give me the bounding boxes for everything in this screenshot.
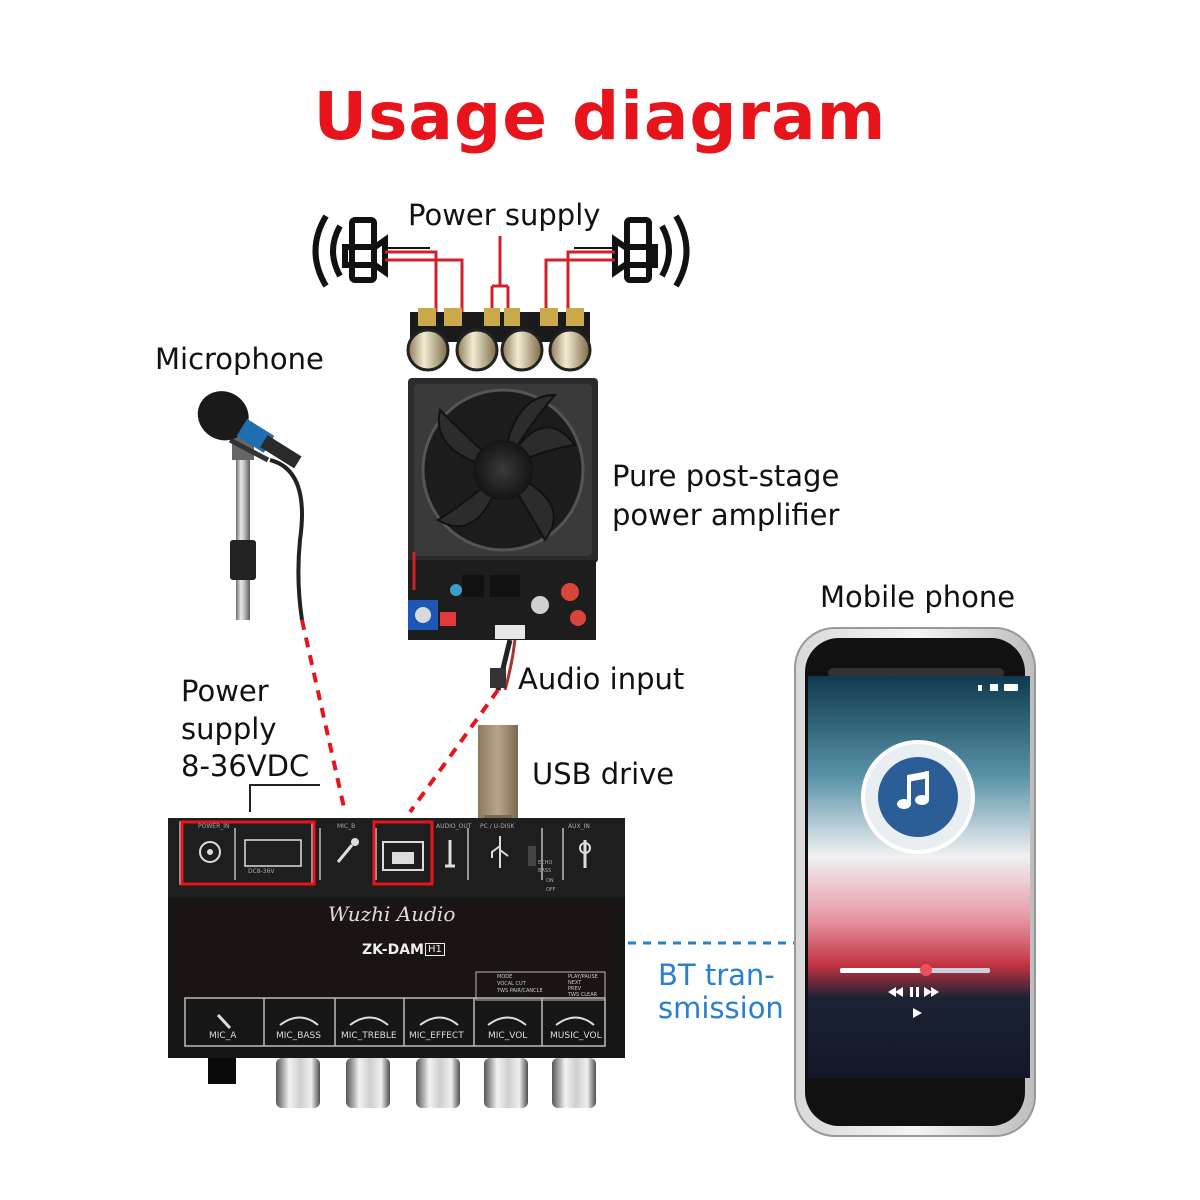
amplifier-label-line1: Pure post-stage — [612, 459, 840, 493]
play-legend: PREV — [568, 986, 582, 992]
power-supply-left-line3: 8-36VDC — [181, 749, 310, 783]
bt-label-line2: smission — [658, 991, 784, 1025]
speaker-right-icon — [612, 214, 690, 288]
top-label: MIC_B — [337, 823, 356, 830]
switch-label: ON — [546, 878, 554, 884]
knob-label: MIC_EFFECT — [409, 1031, 464, 1041]
dashed-connectors — [300, 619, 500, 814]
mode-legend: MODE — [497, 974, 513, 980]
knob-label: MIC_VOL — [488, 1031, 528, 1041]
speaker-left-icon — [312, 214, 388, 288]
audio-input-label: Audio input — [518, 662, 685, 696]
audio-out-highlight — [372, 820, 434, 886]
bt-label-line1: BT tran- — [658, 958, 775, 992]
power-supply-left-line1: Power — [181, 674, 269, 708]
device-model-badge: H1 — [425, 943, 445, 956]
mobile-phone-label: Mobile phone — [820, 580, 1016, 614]
mobile-phone — [794, 627, 1036, 1137]
knob-label: MUSIC_VOL — [550, 1031, 602, 1041]
audio-input-cable — [490, 639, 517, 691]
knob-label: MIC_BASS — [276, 1031, 321, 1041]
power-in-highlight — [180, 820, 316, 886]
amplifier-label-line2: power amplifier — [612, 498, 840, 532]
mode-legend: VOCAL CUT — [497, 981, 526, 987]
power-supply-left-line2: supply — [181, 712, 277, 746]
knob-label: MIC_A — [209, 1031, 237, 1041]
switch-label: OFF — [546, 887, 556, 893]
usb-icon — [491, 836, 509, 868]
music-note-icon — [897, 771, 929, 809]
switch-label: ECHO — [538, 860, 553, 866]
device-brand: Wuzhi Audio — [328, 902, 456, 926]
zk-dam-device — [168, 818, 625, 1108]
usb-drive — [478, 725, 518, 827]
microphone-icon — [197, 391, 304, 621]
page-title: Usage diagram — [313, 78, 887, 155]
top-label: AUX_IN — [568, 823, 590, 830]
microphone-label: Microphone — [155, 342, 324, 376]
top-label: PC / U-DISK — [480, 823, 515, 830]
play-legend: TWS CLEAR — [568, 992, 598, 998]
top-label: POWER_IN — [198, 823, 230, 830]
power-spec: DC8-36V — [248, 868, 275, 875]
device-model: ZK-DAM — [362, 942, 424, 958]
switch-label: BASS — [538, 868, 552, 874]
power-bracket — [249, 784, 320, 812]
play-legend: PLAY/PAUSE — [568, 974, 598, 980]
knob-label: MIC_TREBLE — [341, 1031, 397, 1041]
usb-drive-label: USB drive — [532, 757, 675, 791]
power-supply-top-label: Power supply — [408, 198, 601, 232]
play-legend: NEXT — [568, 980, 582, 986]
mode-legend: TWS PAIR/CANCLE — [497, 988, 543, 994]
amplifier-board — [406, 308, 598, 640]
top-label: AUDIO_OUT — [436, 823, 472, 830]
